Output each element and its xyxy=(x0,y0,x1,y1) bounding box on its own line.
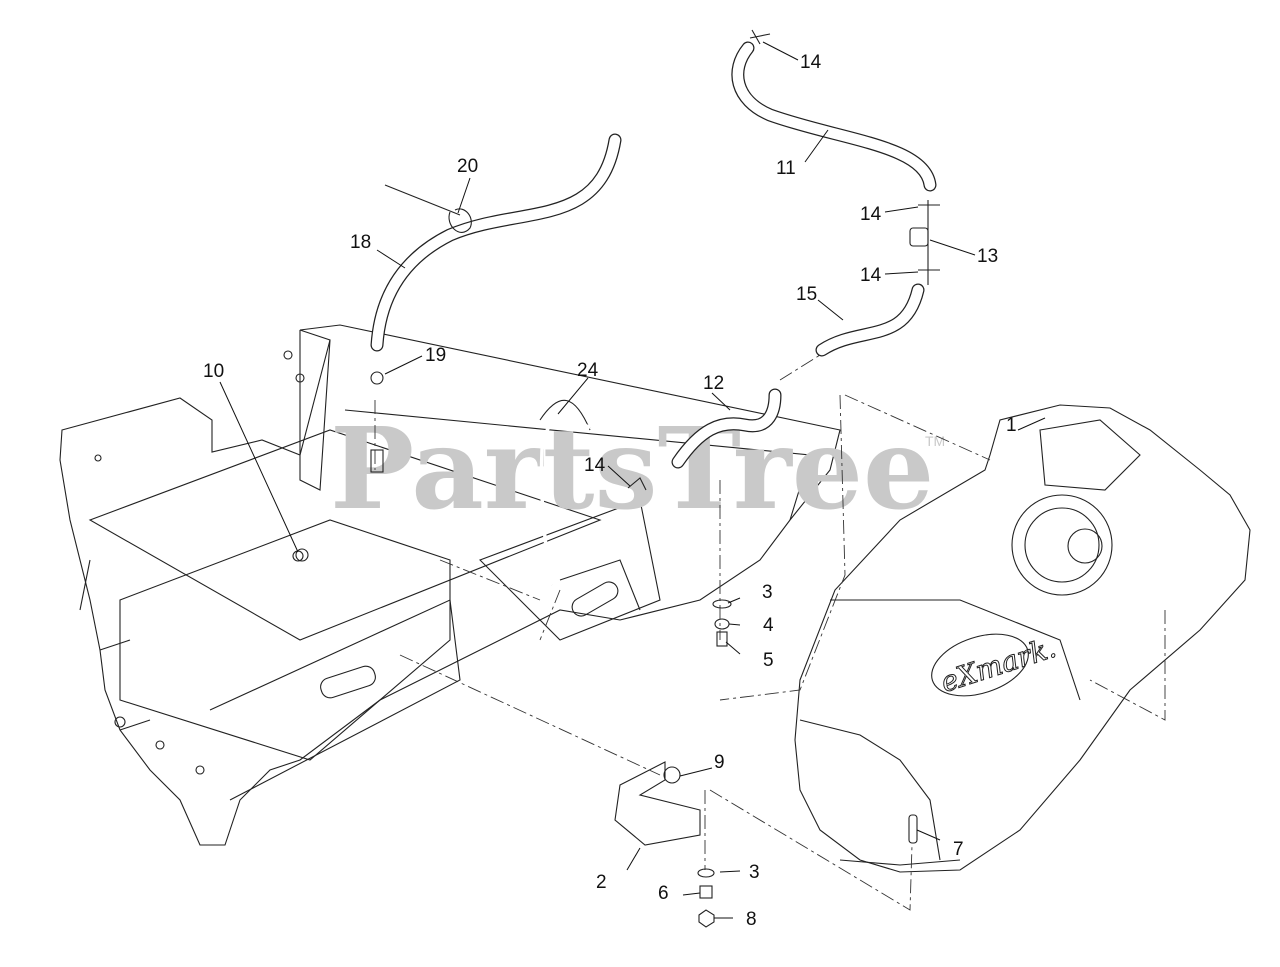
mower-frame xyxy=(59,324,841,846)
callout-6: 6 xyxy=(658,883,669,904)
bracket-2 xyxy=(614,761,701,846)
callout-14-middle: 14 xyxy=(860,265,882,286)
callout-14-top: 14 xyxy=(800,52,822,73)
washer-3-lower xyxy=(697,868,715,878)
callout-14-lower: 14 xyxy=(584,455,606,476)
hose-24 xyxy=(539,417,591,586)
callout-2: 2 xyxy=(596,872,607,893)
callout-12: 12 xyxy=(703,373,724,394)
callout-7: 7 xyxy=(953,839,964,860)
callout-labels: 1 2 3 3 4 5 6 7 8 9 10 11 12 13 14 14 14… xyxy=(203,52,1017,930)
callout-4: 4 xyxy=(763,615,774,636)
callout-3: 3 xyxy=(762,582,773,603)
callout-3-lower: 3 xyxy=(749,862,760,883)
leader-lines xyxy=(219,41,1046,919)
callout-11: 11 xyxy=(776,158,796,179)
callout-13: 13 xyxy=(977,246,998,267)
spring-6 xyxy=(699,885,713,899)
callout-9: 9 xyxy=(714,752,725,773)
grommet-19 xyxy=(370,371,384,385)
washer-3 xyxy=(712,599,732,609)
small-parts xyxy=(292,29,940,928)
hose-11 xyxy=(731,41,937,192)
nut-8 xyxy=(698,909,715,928)
callout-15: 15 xyxy=(796,284,817,305)
callout-1: 1 xyxy=(1006,415,1017,436)
callout-5: 5 xyxy=(763,650,774,671)
callout-24: 24 xyxy=(577,360,599,381)
cable-tie-20 xyxy=(384,184,472,233)
callout-14-upper: 14 xyxy=(860,204,882,225)
clamp-14-top xyxy=(749,29,771,45)
fuel-filter-13 xyxy=(909,227,929,247)
hose-15 xyxy=(815,283,925,357)
watermark-tm: TM xyxy=(925,433,945,449)
button-9 xyxy=(663,766,681,784)
brand-logo: eXmark. xyxy=(937,631,1060,699)
callout-18: 18 xyxy=(350,232,371,253)
watermark: PartsTree TM xyxy=(330,404,945,535)
fitting-19 xyxy=(370,449,384,473)
clamp-14-lower xyxy=(627,477,647,491)
lockwasher-4 xyxy=(714,618,730,630)
callout-10: 10 xyxy=(203,361,224,382)
callout-19: 19 xyxy=(425,345,446,366)
hose-18 xyxy=(370,133,622,352)
watermark-text: PartsTree xyxy=(330,404,934,535)
tank-pin-7 xyxy=(908,814,918,844)
callout-8: 8 xyxy=(746,909,757,930)
hose-12 xyxy=(671,388,782,469)
phantom-lines xyxy=(374,354,1166,911)
bolt-5 xyxy=(716,631,728,647)
clamps-14 xyxy=(918,204,940,271)
callout-20: 20 xyxy=(457,156,478,177)
